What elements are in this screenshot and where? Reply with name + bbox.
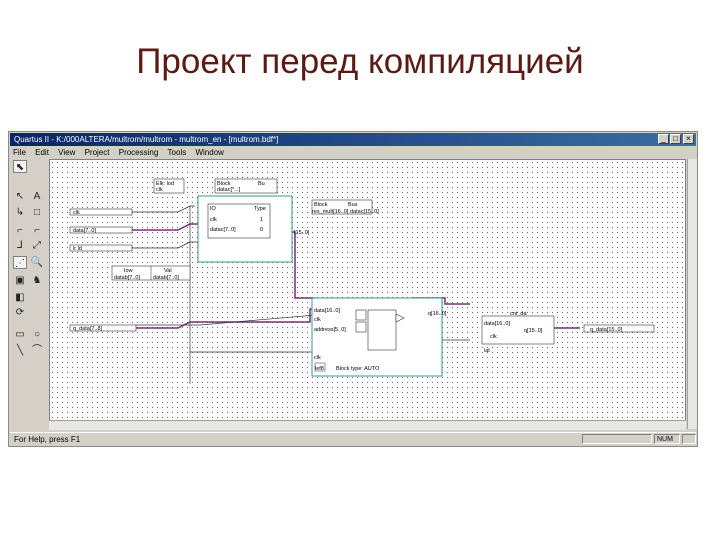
lower-table-cell: datab[7..0] [114, 275, 140, 281]
register-footer: lat [484, 348, 490, 354]
status-cell [582, 434, 652, 444]
selection-arrow-icon[interactable]: ↖ [15, 191, 25, 202]
orthogonal-bus-icon[interactable]: ⌐ [34, 225, 40, 236]
lower-table[interactable]: Iow Val datab[7..0] datab[7..0] [111, 265, 191, 281]
block-1-subheader-2: clk [156, 187, 163, 193]
block-2-row-2: datac[15..0] [350, 209, 379, 215]
rom-footer: Block type: AUTO [336, 366, 380, 372]
block-1-out: [15..0] [294, 230, 310, 236]
block-1-header-2: Bu [258, 181, 265, 187]
select-icon[interactable]: ⬉ [13, 160, 27, 173]
block-1-cell: datac[7..0] [210, 227, 236, 233]
block-2-header: Block [314, 202, 328, 208]
block-editor-toolbar: ⬉ ↖ A ↳ □ ⌐ ⌐ ⅃ ⤢ ⋰ 🔍 ▣ ♞ ◧ ⟳ ▭ ○ ╲ ⌒ [11, 160, 47, 430]
partial-line-icon[interactable]: ⋰ [13, 256, 27, 269]
input-pin-data[interactable]: data[7..0] [69, 226, 133, 234]
lower-table-col: Iow [124, 268, 133, 274]
rom-port: clk [314, 355, 321, 361]
block-1-cell: 0 [260, 227, 263, 233]
status-help-text: For Help, press F1 [14, 435, 81, 444]
rubberband-icon[interactable]: ⤢ [33, 240, 41, 251]
find-icon[interactable]: ♞ [32, 275, 42, 286]
window-titlebar: Quartus II - K:/000ALTERA/multrom/multro… [10, 133, 696, 146]
block-1-port: datac[*...] [217, 187, 241, 193]
block-icon[interactable]: □ [33, 207, 41, 218]
zoom-icon[interactable]: 🔍 [30, 257, 44, 268]
block-1[interactable]: Elk: lod clk Block Bu datac[*...] IO Typ… [153, 178, 310, 263]
horizontal-scrollbar[interactable] [49, 420, 686, 430]
ellipse-icon[interactable]: ○ [33, 329, 41, 340]
status-cell-end [682, 434, 696, 444]
block-1-cell: clk [210, 217, 217, 223]
register-output: q[15..0] [524, 328, 543, 334]
symbol-icon[interactable]: ↳ [15, 207, 25, 218]
full-screen-icon[interactable]: ▣ [15, 275, 25, 286]
maximize-button[interactable]: □ [670, 134, 681, 144]
menu-tools[interactable]: Tools [167, 148, 187, 157]
text-icon[interactable]: A [33, 191, 41, 202]
menu-file[interactable]: File [13, 148, 26, 157]
input-pin-label: clk [73, 210, 80, 216]
rom-footer-left: lef8 [315, 366, 324, 372]
orthogonal-conduit-icon[interactable]: ⅃ [17, 240, 23, 251]
quartus-window: Quartus II - K:/000ALTERA/multrom/multro… [8, 131, 698, 447]
rom-output: q[16..0] [428, 311, 447, 317]
lower-table-col-2: Val [164, 268, 172, 274]
menu-processing[interactable]: Processing [118, 148, 159, 157]
register-block[interactable]: cnt_da data[16..0] clk q[15..0] lat [481, 311, 555, 354]
block-1-col: IO [210, 206, 217, 212]
input-pin-label: q_data[7..8] [73, 326, 103, 332]
output-pin[interactable]: q_data[15..0] [583, 324, 655, 333]
rom-block[interactable]: data[16..0] clk address[5..0] clk q[16..… [311, 297, 447, 377]
block-1-header: Block [217, 181, 231, 187]
register-port: data[16..0] [484, 321, 510, 327]
block-1-col-2: Type [254, 206, 266, 212]
rectangle-icon[interactable]: ▭ [15, 329, 25, 340]
output-pin-label: q_data[15..0] [590, 327, 623, 333]
input-pin-clk[interactable]: clk [69, 208, 133, 216]
status-num: NUM [654, 434, 680, 444]
menu-window[interactable]: Window [195, 148, 224, 157]
menu-project[interactable]: Project [84, 148, 110, 157]
minimize-button[interactable]: _ [658, 134, 669, 144]
line-icon[interactable]: ╲ [16, 345, 24, 356]
block-2-row: res_mult[16..0] [312, 209, 349, 215]
close-button[interactable]: × [683, 134, 694, 144]
block-2-header-2: Bus [348, 202, 358, 208]
rotate-icon[interactable]: ⟳ [15, 307, 25, 318]
menu-edit[interactable]: Edit [35, 148, 49, 157]
input-pin-label: data[7..0] [73, 228, 96, 234]
block-1-cell: 1 [260, 217, 263, 223]
input-pin-qdata[interactable]: q_data[7..8] [69, 324, 137, 332]
menu-bar: File Edit View Project Processing Tools … [10, 147, 696, 158]
window-title: Quartus II - K:/000ALTERA/multrom/multro… [14, 135, 279, 144]
rom-port: address[5..0] [314, 327, 346, 333]
orthogonal-node-icon[interactable]: ⌐ [17, 225, 23, 236]
schematic-diagram: clk data[7..0] lr ld q_data[7..8] [69, 178, 655, 384]
slide-title: Проект перед компиляцией [136, 42, 584, 81]
block-2[interactable]: Block Bus res_mult[16..0] datac[15..0] [311, 199, 379, 215]
schematic-canvas[interactable]: clk data[7..0] lr ld q_data[7..8] [49, 159, 686, 429]
lower-table-cell: datab[7..0] [153, 275, 179, 281]
input-pin-ld[interactable]: lr ld [69, 244, 133, 252]
block-1-subheader: Elk: lod [156, 181, 174, 187]
menu-view[interactable]: View [58, 148, 76, 157]
vertical-scrollbar[interactable] [687, 159, 697, 429]
register-port: clk [490, 334, 497, 340]
rom-port: data[16..0] [314, 308, 340, 314]
input-pin-label: lr ld [73, 246, 82, 252]
flip-horizontal-icon[interactable]: ◧ [15, 292, 25, 303]
arc-icon[interactable]: ⌒ [32, 345, 42, 356]
register-title: cnt_da [510, 311, 527, 317]
status-bar: For Help, press F1 NUM [10, 432, 696, 446]
rom-port: clk [314, 317, 321, 323]
